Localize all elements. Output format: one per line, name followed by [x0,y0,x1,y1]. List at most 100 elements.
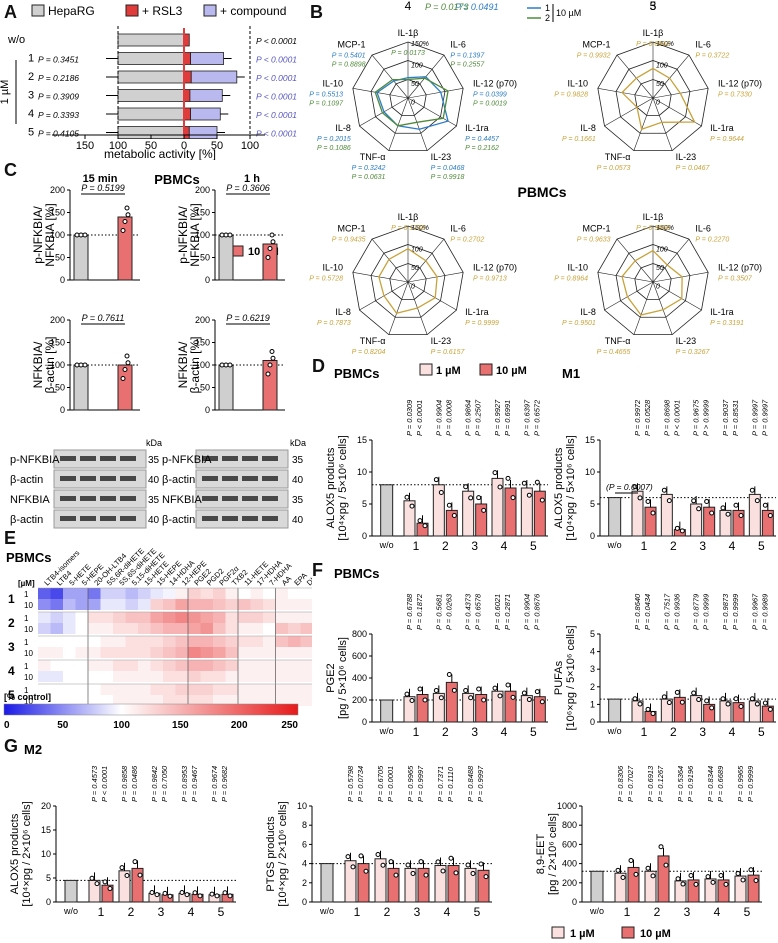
data-point [446,671,452,677]
e-heat-cell [163,671,176,682]
x-label: w/o [63,906,78,916]
c-tick-label: 200 [50,315,65,325]
data-point [633,871,639,877]
e-heat-cell [275,647,288,658]
b-radar-spoke [407,97,428,151]
p-value: P = 0.9999 [731,593,740,630]
c-tick-label: 100 [195,230,210,240]
e-scale-tick: 100 [113,720,130,731]
e-heat-cell [38,636,51,647]
tick-label: 0 [46,897,51,907]
e-sub-label: 1 [24,614,29,623]
tick-label: 1000 [557,801,577,811]
data-point [650,510,656,516]
y-label: [pg / 5×10⁶ cells] [337,637,349,719]
p-value: P = 0.6689 [716,765,725,802]
data-point [693,881,699,887]
a-bar-heparg [117,89,185,102]
b-p-value: P = 0.2270 [695,236,729,243]
a-p-left: P = 0.3451 [38,55,79,65]
e-heat-cell [50,660,63,671]
tick-label: 5 [590,499,595,509]
data-point [350,864,356,870]
a-p-right: P < 0.0001 [256,110,297,120]
b-p-value-1: P = 0.2015 [317,136,351,143]
e-heat-cell [263,660,276,671]
panel-letter-d: D [312,356,325,376]
c-blot-band [100,516,116,521]
x-label: 2 [128,905,135,919]
b-radar-spoke [633,97,654,151]
p-value: P = 0.9965 [736,765,745,802]
c-blot-band [60,516,76,521]
p-value: P = 0.7517 [662,593,671,630]
data-point [754,701,760,707]
e-heat-cell [125,671,138,682]
e-heat-cell [188,612,201,623]
e-sub-label: 1 [24,686,29,695]
c-tick-label: 0 [205,275,210,285]
tick-label: 10 [357,467,367,477]
b-axis-label: IL-10 [322,79,343,89]
data-point [679,528,685,534]
tick-label: 200 [562,878,577,888]
e-heat-cell [175,671,188,682]
e-heat-cell [238,647,251,658]
data-point [476,686,482,692]
e-heat-cell [38,660,51,671]
e-heat-cell [75,599,88,610]
e-heat-cell [225,695,238,706]
b-legend-2: 2 [545,13,550,23]
c-blot-band [202,476,218,481]
c-blot-band [222,516,238,521]
x-label: 3 [699,539,706,553]
e-heat-cell [125,647,138,658]
tick-label: 600 [352,651,367,661]
e-heat-cell [163,612,176,623]
data-point [465,862,471,868]
e-heat-cell [200,623,213,634]
c-point [270,355,276,361]
p-value: P = 0.0528 [643,399,652,436]
c-ylabel: NFKBIA/ [31,341,45,388]
bar-1 [88,879,101,903]
e-heat-cell [213,684,226,695]
c-tick-label: 150 [195,338,210,348]
data-point [521,690,527,696]
b-p-value-2: P = 0.2162 [465,145,499,152]
e-heat-cell [138,695,151,706]
c-blot-band [242,476,258,481]
c-tick-label: 100 [50,360,65,370]
a-row-label: 3 [28,90,34,102]
data-point [94,881,100,887]
e-heat-cell [225,588,238,599]
c-tick-label: 200 [50,185,65,195]
e-heat-cell [188,695,201,706]
e-heat-cell [188,660,201,671]
e-heat-cell [63,647,76,658]
y-label: ALOX5 products [325,447,337,528]
a-row-label: 4 [28,108,34,120]
c-bar-wo [218,234,234,281]
p-value: P = 0.9858 [120,765,129,802]
e-heat-cell [38,647,51,658]
data-point [492,470,498,476]
data-point [197,893,203,899]
a-tick-label: 100 [241,140,259,152]
e-heat-cell [138,612,151,623]
p-value: P = 0.9972 [633,399,642,436]
e-heat-cell [238,612,251,623]
data-point [119,865,125,871]
c-bar-10 [117,216,133,281]
b-radar-spoke [388,97,409,151]
b-ring-label: 50 [411,265,419,272]
e-heat-cell [38,588,51,599]
x-label: 5 [744,905,751,919]
data-point [539,497,545,503]
data-point [510,495,516,501]
c-point [74,362,80,368]
c-kda-value: 40 [292,515,304,526]
tick-label: 20 [41,801,51,811]
b-p-value: P = 0.9828 [554,92,588,99]
d-legend-10: 10 µM [496,365,527,377]
